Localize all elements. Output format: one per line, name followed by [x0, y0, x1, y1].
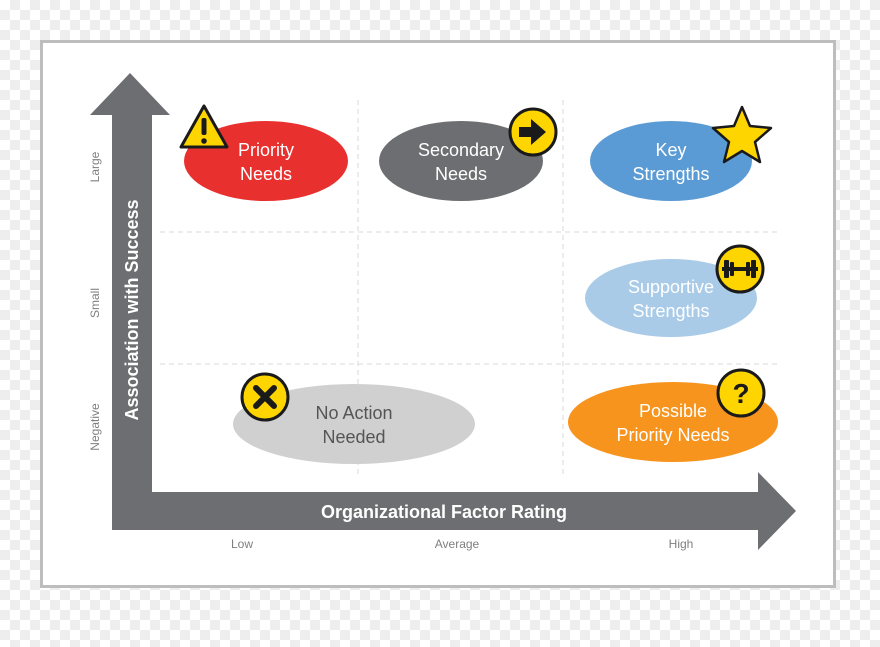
bubble-supportive-strengths-line2: Strengths: [632, 301, 709, 321]
warning-icon: [179, 104, 229, 149]
bubble-no-action-needed-line1: No Action: [315, 403, 392, 423]
y-tick-negative: Negative: [88, 403, 102, 451]
y-tick-small: Small: [88, 288, 102, 318]
x-tick-low: Low: [231, 537, 253, 551]
bubble-supportive-strengths-shape: [585, 259, 757, 337]
bubble-priority-needs-line1: Priority: [238, 140, 294, 160]
bubble-no-action-needed-line2: Needed: [322, 427, 385, 447]
star-icon: [711, 105, 773, 164]
arrow-right-icon: [508, 107, 558, 157]
bubble-key-strengths-shape: [590, 121, 752, 201]
bubble-key-strengths-line2: Strengths: [632, 164, 709, 184]
question-glyph: ?: [732, 378, 749, 409]
bubble-priority-needs-line2: Needs: [240, 164, 292, 184]
y-axis-title: Association with Success: [122, 199, 142, 420]
y-tick-large: Large: [88, 151, 102, 182]
bubble-possible-priority-needs-line2: Priority Needs: [616, 425, 729, 445]
bubble-secondary-needs-shape: [379, 121, 543, 201]
axes-arrow: [90, 73, 796, 550]
x-icon: [240, 372, 290, 422]
bubble-key-strengths-line1: Key: [655, 140, 686, 160]
bubble-supportive-strengths-line1: Supportive: [628, 277, 714, 297]
bubble-key-strengths: Key Strengths: [590, 121, 752, 201]
x-axis-title: Organizational Factor Rating: [321, 502, 567, 522]
question-icon: ?: [716, 368, 766, 418]
bubble-no-action-needed-shape: [233, 384, 475, 464]
dumbbell-icon: [715, 244, 765, 294]
bubble-no-action-needed: No Action Needed: [233, 384, 475, 464]
bubble-secondary-needs-line2: Needs: [435, 164, 487, 184]
x-tick-high: High: [669, 537, 694, 551]
bubble-secondary-needs-line1: Secondary: [418, 140, 504, 160]
bubble-secondary-needs: Secondary Needs: [379, 121, 543, 201]
x-tick-average: Average: [435, 537, 480, 551]
bubble-possible-priority-needs-line1: Possible: [639, 401, 707, 421]
bubble-supportive-strengths: Supportive Strengths: [585, 259, 757, 337]
